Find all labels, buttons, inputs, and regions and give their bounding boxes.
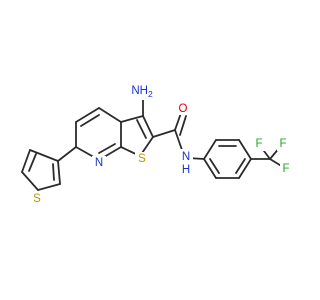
- bond: [179, 115, 187, 136]
- bond: [98, 143, 116, 154]
- bond: [57, 146, 77, 162]
- bond: [235, 158, 246, 174]
- oxygen-atom: O: [179, 103, 188, 115]
- molecule-structure: S N S NH2 O N H F F F: [21, 82, 292, 207]
- amide-nitrogen: N: [182, 151, 190, 163]
- bond: [120, 115, 144, 123]
- bond: [21, 149, 31, 173]
- fluorine-atom: F: [279, 138, 286, 150]
- amide-hydrogen: H: [182, 164, 190, 176]
- bond: [21, 171, 39, 191]
- bond: [57, 160, 61, 185]
- bond: [29, 149, 59, 162]
- bond: [52, 163, 55, 181]
- bond: [152, 129, 176, 138]
- fluorine-atom: F: [282, 163, 289, 175]
- amino-group: NH2: [131, 85, 153, 99]
- bond: [80, 114, 100, 127]
- bond: [203, 158, 217, 179]
- bond-lines: [21, 99, 284, 191]
- bond: [98, 107, 122, 123]
- sulfur-atom-fused: S: [138, 153, 146, 165]
- atom-labels: S N S NH2 O N H F F F: [29, 82, 292, 207]
- bond: [238, 139, 252, 160]
- bond: [209, 158, 220, 174]
- bond: [203, 139, 217, 160]
- amino-label: NH: [131, 85, 148, 97]
- bond: [238, 158, 252, 179]
- bond: [37, 183, 61, 191]
- sulfur-atom-thienyl: S: [33, 193, 41, 205]
- bond: [174, 112, 182, 131]
- fluorine-atom: F: [255, 138, 262, 150]
- nitrogen-atom-pyridine: N: [95, 157, 103, 169]
- bond: [174, 129, 183, 151]
- bond: [142, 115, 154, 138]
- bond: [75, 107, 100, 123]
- bond: [28, 153, 37, 172]
- bond: [136, 119, 147, 139]
- amino-subscript: 2: [148, 89, 153, 99]
